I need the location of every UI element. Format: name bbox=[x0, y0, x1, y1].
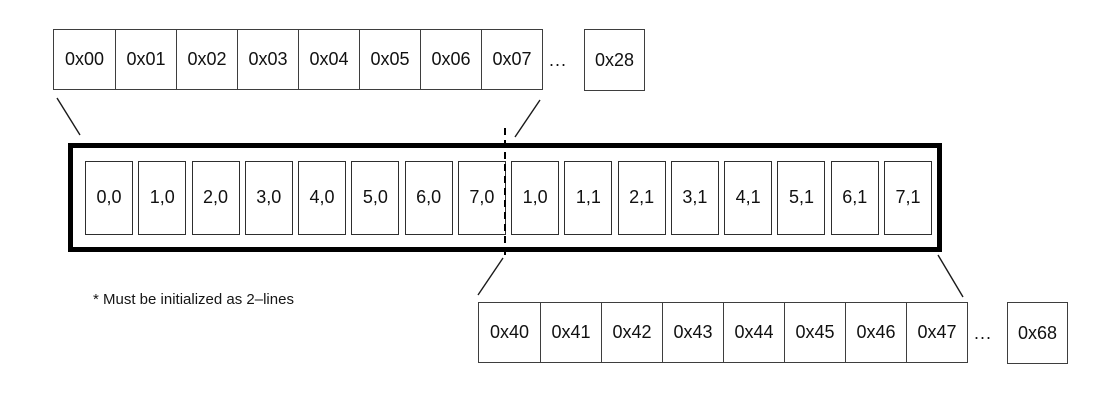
char-cell: 1,0 bbox=[138, 160, 187, 235]
address-cell: 0x46 bbox=[845, 303, 906, 362]
address-cell: 0x44 bbox=[723, 303, 784, 362]
bottom-row-end-address-cell: 0x68 bbox=[1007, 302, 1068, 364]
address-cell: 0x42 bbox=[601, 303, 662, 362]
top-row-end-address-cell: 0x28 bbox=[584, 29, 645, 91]
connector-line-bottom-right bbox=[937, 254, 964, 298]
bottom-row-ellipsis: ... bbox=[973, 322, 992, 343]
char-cell: 4,1 bbox=[724, 160, 773, 235]
address-cell: 0x40 bbox=[479, 303, 540, 362]
connector-line-top-left bbox=[56, 97, 81, 136]
char-cell: 5,0 bbox=[351, 160, 400, 235]
char-cell: 7,0 bbox=[457, 160, 506, 235]
char-cell: 3,0 bbox=[244, 160, 293, 235]
char-cell: 3,1 bbox=[670, 160, 719, 235]
char-cell: 5,1 bbox=[777, 160, 826, 235]
char-cell: 1,0 bbox=[511, 160, 560, 235]
char-cell: 2,0 bbox=[191, 160, 240, 235]
address-cell: 0x04 bbox=[298, 30, 359, 89]
address-cell: 0x03 bbox=[237, 30, 298, 89]
char-cell: 1,1 bbox=[564, 160, 613, 235]
address-cell: 0x05 bbox=[359, 30, 420, 89]
display-memory-frame: 0,0 1,0 2,0 3,0 4,0 5,0 6,0 7,0 1,0 1,1 … bbox=[68, 143, 942, 252]
address-cell: 0x01 bbox=[115, 30, 176, 89]
top-address-row: 0x00 0x01 0x02 0x03 0x04 0x05 0x06 0x07 bbox=[53, 29, 543, 90]
top-row-ellipsis: ... bbox=[548, 49, 567, 70]
char-cell: 6,1 bbox=[830, 160, 879, 235]
char-cell: 0,0 bbox=[85, 160, 133, 235]
address-cell: 0x47 bbox=[906, 303, 967, 362]
address-cell: 0x06 bbox=[420, 30, 481, 89]
char-cell: 2,1 bbox=[617, 160, 666, 235]
address-cell: 0x00 bbox=[54, 30, 115, 89]
bottom-address-row: 0x40 0x41 0x42 0x43 0x44 0x45 0x46 0x47 bbox=[478, 302, 968, 363]
char-cell: 6,0 bbox=[404, 160, 453, 235]
address-cell: 0x45 bbox=[784, 303, 845, 362]
connector-line-bottom-left bbox=[477, 257, 504, 296]
address-cell: 0x41 bbox=[540, 303, 601, 362]
address-cell: 0x43 bbox=[662, 303, 723, 362]
connector-line-top-right bbox=[514, 99, 541, 138]
address-cell: 0x02 bbox=[176, 30, 237, 89]
address-cell: 0x07 bbox=[481, 30, 542, 89]
char-cell: 4,0 bbox=[298, 160, 347, 235]
footnote: * Must be initialized as 2–lines bbox=[93, 291, 294, 308]
char-cell: 7,1 bbox=[883, 160, 932, 235]
